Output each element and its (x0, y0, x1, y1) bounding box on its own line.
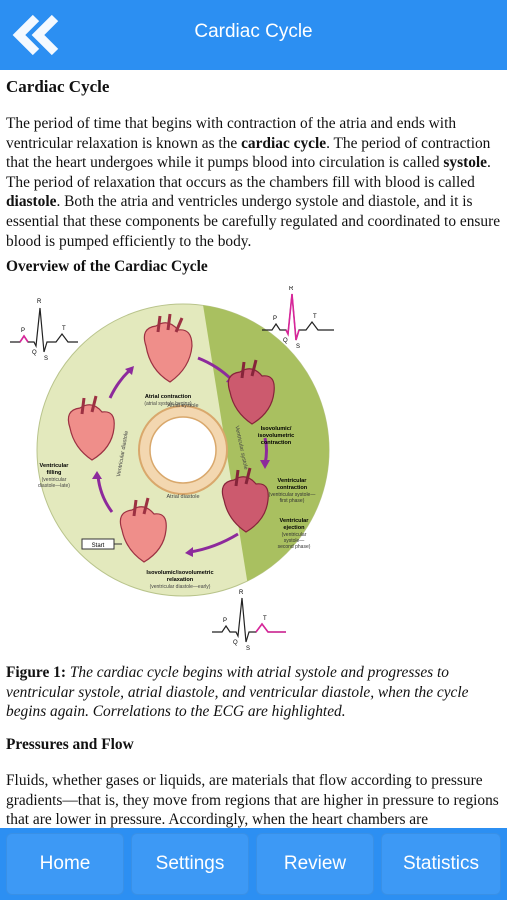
ventricular-contraction-label: Ventricular (278, 478, 308, 484)
tab-settings[interactable]: Settings (131, 833, 249, 895)
svg-text:filling: filling (47, 470, 62, 476)
atrial-contraction-label: Atrial contraction (145, 394, 192, 400)
svg-text:first phase): first phase) (280, 498, 305, 504)
svg-text:Q: Q (32, 350, 37, 356)
page-title: Cardiac Cycle (194, 21, 313, 42)
cardiac-cycle-diagram: Atrial systole Atrial diastole Ventricul… (10, 286, 334, 652)
svg-text:Q: Q (283, 338, 288, 344)
heart-ventricular-filling (67, 395, 115, 461)
heart-atrial-contraction (143, 313, 193, 383)
tab-review[interactable]: Review (256, 833, 374, 895)
double-chevron-left-icon (12, 14, 59, 56)
isovolumic-contraction-label: Isovolumic/ (261, 426, 292, 432)
pressures-paragraph: Fluids, whether gases or liquids, are ma… (6, 772, 499, 828)
overview-heading: Overview of the Cardiac Cycle (6, 258, 208, 275)
svg-text:T: T (62, 326, 66, 332)
svg-text:R: R (289, 286, 294, 292)
svg-text:(atrial systole begins): (atrial systole begins) (144, 401, 192, 407)
svg-text:P: P (273, 316, 277, 322)
svg-text:S: S (296, 344, 300, 350)
pressures-heading: Pressures and Flow (6, 736, 134, 753)
svg-text:T: T (313, 314, 317, 320)
cardiac-cycle-figure: Atrial systole Atrial diastole Ventricul… (0, 286, 507, 661)
svg-text:R: R (239, 590, 244, 596)
svg-text:contraction: contraction (277, 485, 308, 491)
tab-statistics[interactable]: Statistics (381, 833, 501, 895)
svg-text:P: P (21, 328, 25, 334)
atrial-systole-label: Atrial systole (167, 403, 198, 409)
heart-ventricular-ejection (221, 467, 269, 533)
tab-home[interactable]: Home (6, 833, 124, 895)
heart-isovolumic-relaxation (119, 497, 167, 563)
svg-text:P: P (223, 618, 227, 624)
svg-text:R: R (37, 299, 42, 305)
heart-isovolumic-contraction (227, 359, 275, 425)
header-bar: Cardiac Cycle (0, 0, 507, 70)
svg-text:(ventricular: (ventricular (282, 532, 307, 538)
svg-text:contraction: contraction (261, 440, 292, 446)
ventricular-ejection-label: Ventricular (280, 518, 310, 524)
svg-text:(ventricular: (ventricular (42, 477, 67, 483)
article-content: Cardiac Cycle The period of time that be… (0, 70, 507, 828)
bottom-tab-bar: Home Settings Review Statistics (0, 828, 507, 900)
figure-caption: Figure 1: The cardiac cycle begins with … (6, 664, 469, 721)
svg-text:relaxation: relaxation (167, 577, 194, 583)
svg-text:diastole—late): diastole—late) (38, 483, 70, 489)
intro-paragraph: The period of time that begins with cont… (6, 115, 501, 250)
svg-text:second phase): second phase) (278, 544, 311, 550)
atrial-diastole-label: Atrial diastole (166, 494, 199, 500)
svg-text:systole—: systole— (284, 538, 305, 544)
svg-text:Q: Q (233, 640, 238, 646)
svg-text:S: S (44, 356, 48, 362)
ventricular-filling-label: Ventricular (40, 463, 70, 469)
isovolumic-relaxation-label: Isovolumic/isovolumetric (146, 570, 213, 576)
svg-text:T: T (263, 616, 267, 622)
svg-text:(ventricular diastole—early): (ventricular diastole—early) (150, 584, 211, 590)
article-heading: Cardiac Cycle (6, 77, 110, 96)
svg-text:S: S (246, 646, 250, 652)
svg-text:Start: Start (92, 543, 105, 549)
svg-text:isovolumetric: isovolumetric (258, 433, 294, 439)
svg-text:(ventricular systole—: (ventricular systole— (269, 492, 316, 498)
back-button[interactable] (10, 12, 62, 58)
svg-text:ejection: ejection (283, 525, 305, 531)
